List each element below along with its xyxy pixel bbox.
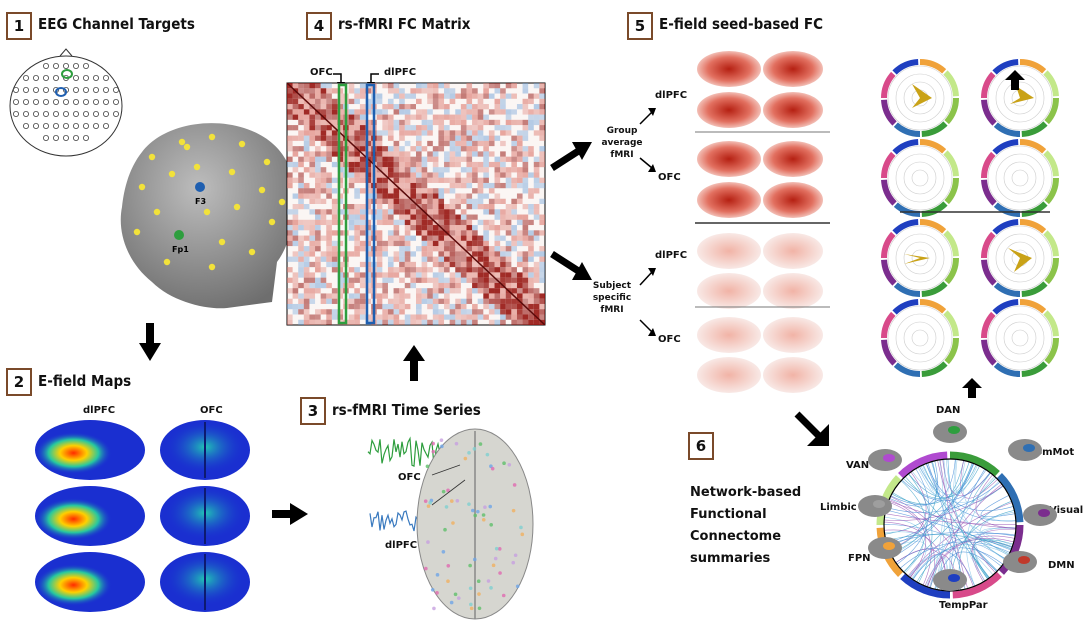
group-ofc-label: OFC — [658, 172, 681, 183]
step-4-title: rs-fMRI FC Matrix — [338, 15, 471, 33]
step-1-number: 1 — [6, 12, 32, 40]
eeg-montage-diagram — [9, 48, 123, 157]
efield-dlpfc-label: dlPFC — [83, 405, 116, 416]
seed-branch-arrows — [639, 108, 656, 336]
montage-f3-marker — [55, 87, 67, 97]
dlpfc-seed-column — [365, 83, 376, 325]
network-visual-label: Visual — [1049, 505, 1084, 516]
arrow-up-to-polar — [962, 378, 982, 398]
ofc-timeseries-trace — [367, 436, 443, 468]
ofc-seed-column — [337, 83, 348, 325]
connectome-chord-diagram — [876, 451, 1024, 599]
subject-dlpfc-label: dlPFC — [655, 250, 688, 261]
timeseries-ofc-label: OFC — [398, 472, 421, 483]
polar-network-plots — [881, 59, 1059, 377]
arrow-right-2-3 — [272, 503, 308, 525]
matrix-ofc-label: OFC — [310, 67, 333, 78]
head-model-3d: F3 Fp1 — [120, 123, 295, 309]
arrow-to-group — [550, 142, 592, 171]
fc-matrix — [286, 82, 546, 326]
efield-ofc-label: OFC — [200, 405, 223, 416]
network-limbic-label: Limbic — [820, 502, 857, 513]
subject-ofc-label: OFC — [658, 334, 681, 345]
electrode-fp1-label: Fp1 — [172, 245, 189, 254]
network-dmn-label: DMN — [1048, 560, 1075, 571]
electrode-fp1-marker — [174, 230, 184, 240]
group-dlpfc-label: dlPFC — [655, 90, 688, 101]
arrow-up-polar-top — [1005, 70, 1025, 90]
step-1-title: EEG Channel Targets — [38, 15, 195, 33]
network-sommot-label: SomMot — [1028, 447, 1075, 458]
arrow-to-subject — [550, 251, 592, 280]
step-5-title: E-field seed-based FC — [659, 15, 824, 33]
electrode-f3-label: F3 — [195, 197, 206, 206]
efield-brain-maps — [35, 420, 250, 612]
step-2-number: 2 — [6, 368, 32, 396]
brain-top-view — [416, 428, 534, 620]
step-5-number: 5 — [627, 12, 653, 40]
step-4-number: 4 — [306, 12, 332, 40]
seed-fc-brain-maps — [695, 51, 830, 393]
electrode-f3-marker — [195, 182, 205, 192]
step-3-title: rs-fMRI Time Series — [332, 401, 481, 419]
network-dan-label: DAN — [936, 405, 961, 416]
matrix-dlpfc-label: dlPFC — [384, 67, 417, 78]
network-brain-icons — [858, 421, 1057, 591]
arrow-up-3-4 — [403, 345, 425, 381]
step-3-number: 3 — [300, 397, 326, 425]
timeseries-dlpfc-label: dlPFC — [385, 540, 418, 551]
step-2-title: E-field Maps — [38, 372, 132, 390]
arrow-down-1-2 — [139, 323, 161, 361]
network-fpn-label: FPN — [848, 553, 871, 564]
step-6-number: 6 — [688, 432, 714, 460]
montage-fp1-marker — [61, 69, 73, 79]
network-temppar-label: TempPar — [939, 600, 988, 611]
network-van-label: VAN — [846, 460, 870, 471]
arrow-to-connectome — [794, 411, 829, 446]
